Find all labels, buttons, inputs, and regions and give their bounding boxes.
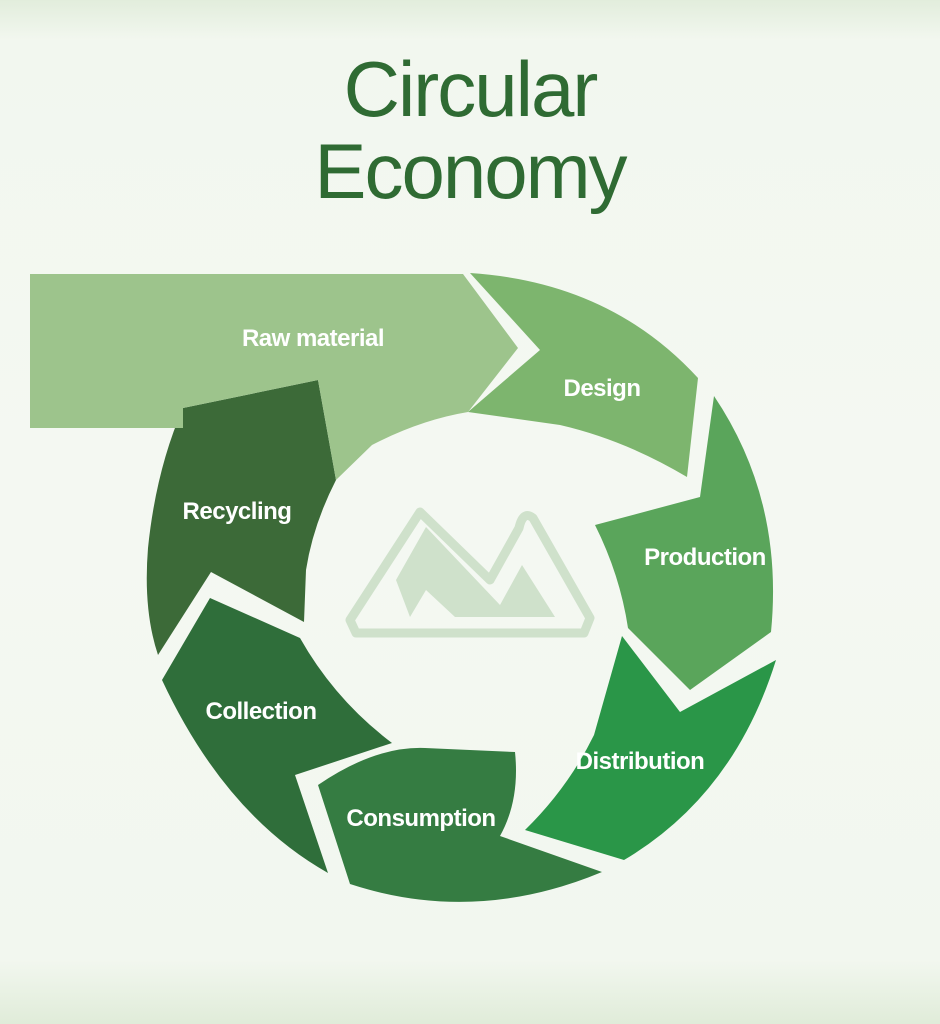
- title-line-1: Circular: [343, 45, 599, 133]
- consumption-label: Consumption: [346, 805, 495, 832]
- raw-material-label: Raw material: [242, 325, 384, 352]
- page-title: Circular Economy: [0, 48, 940, 212]
- title-line-2: Economy: [314, 127, 627, 215]
- collection-segment: [162, 598, 392, 873]
- consumption-segment: [318, 747, 602, 902]
- mountain-m-logo-icon: [345, 507, 595, 638]
- raw-material-arrow: [30, 274, 518, 480]
- production-segment: [595, 396, 774, 690]
- distribution-segment: [525, 636, 776, 860]
- recycling-label: Recycling: [183, 498, 292, 525]
- design-segment: [468, 273, 698, 477]
- collection-label: Collection: [205, 698, 316, 725]
- recycling-segment: [146, 380, 336, 655]
- design-label: Design: [563, 375, 640, 402]
- distribution-label: Distribution: [576, 748, 705, 775]
- production-label: Production: [644, 544, 766, 571]
